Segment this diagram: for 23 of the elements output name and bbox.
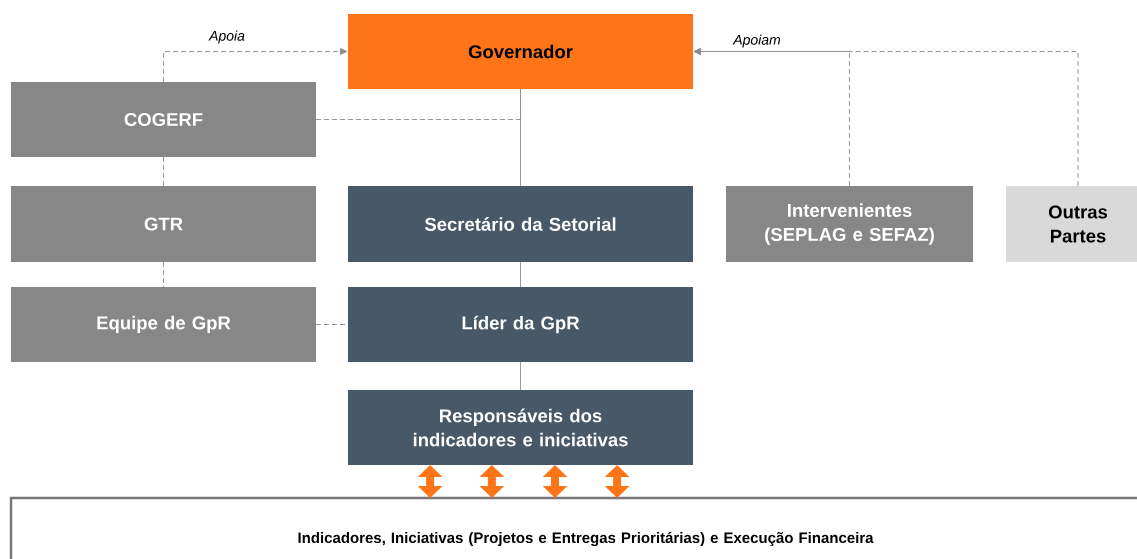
arrow (604, 465, 630, 498)
arrow (542, 465, 568, 498)
connector-line (163, 261, 164, 288)
arrow (479, 465, 505, 498)
results-box: Indicadores, Iniciativas (Projetos e Entregas Prioritárias) e Execução Financeira (9, 496, 1137, 559)
team-box: Equipe de GpR (11, 287, 316, 362)
edge-label: Apoiam (732, 33, 782, 49)
arrow (163, 48, 348, 83)
role-box: Responsáveis dos indicadores e iniciativas (348, 390, 693, 465)
edge-label: Apoia (208, 29, 246, 45)
group-box: GTR (11, 186, 316, 262)
stakeholder-box: Intervenientes (SEPLAG e SEFAZ) (726, 186, 973, 262)
stakeholder-box: Outras Partes (1006, 186, 1137, 262)
connector-line (520, 261, 521, 288)
committee-box: COGERF (11, 82, 316, 157)
connector-line (520, 88, 521, 187)
connector-line (163, 156, 164, 187)
arrow (417, 465, 443, 498)
arrow (693, 48, 1079, 187)
role-box: Secretário da Setorial (348, 186, 693, 262)
governor-box: Governador (348, 14, 693, 89)
connector-line (520, 361, 521, 391)
role-box: Líder da GpR (348, 287, 693, 362)
